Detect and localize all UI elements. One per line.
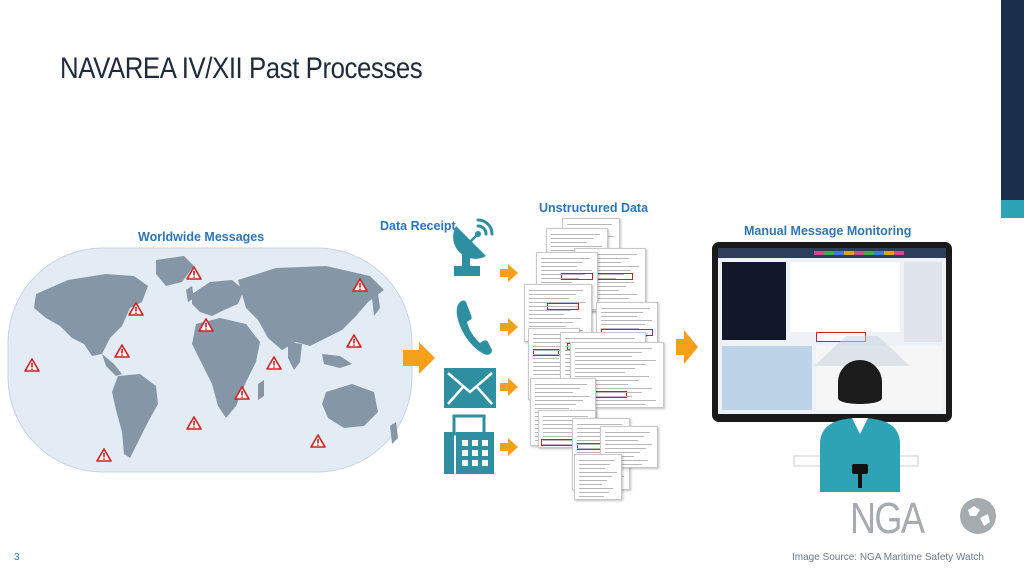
image-source: Image Source: NGA Maritime Safety Watch xyxy=(792,552,984,563)
nga-logo-globe-icon xyxy=(960,498,996,534)
flow-arrow-small xyxy=(500,318,518,336)
unstructured-documents xyxy=(520,218,670,500)
label-worldwide-messages: Worldwide Messages xyxy=(138,230,265,244)
page-number: 3 xyxy=(14,552,20,563)
world-map xyxy=(7,247,413,473)
accent-bar-teal xyxy=(1001,200,1024,218)
accent-bar-navy xyxy=(1001,0,1024,200)
monitoring-monitor xyxy=(712,242,952,422)
slide-title: NAVAREA IV/XII Past Processes xyxy=(60,52,423,85)
fax-icon xyxy=(444,414,494,474)
nga-logo-text: NGA xyxy=(850,494,925,543)
phone-icon xyxy=(456,300,492,355)
envelope-icon xyxy=(444,368,496,408)
satellite-dish-icon xyxy=(453,218,494,276)
label-manual-monitoring: Manual Message Monitoring xyxy=(744,224,912,238)
flow-arrow-small xyxy=(500,438,518,456)
label-data-receipt: Data Receipt xyxy=(380,219,456,233)
screen-map xyxy=(722,346,812,410)
screen-toolbar xyxy=(814,251,904,255)
message-document xyxy=(574,454,622,500)
operator-person-icon xyxy=(793,336,919,492)
flow-arrow-1 xyxy=(403,342,435,374)
flow-arrow-small xyxy=(500,264,518,282)
screen-message-panel xyxy=(722,262,786,340)
flow-arrow-3 xyxy=(676,330,698,364)
screen-side-panel xyxy=(904,262,942,342)
label-unstructured-data: Unstructured Data xyxy=(539,201,649,215)
screen-detail-panel xyxy=(790,262,900,332)
flow-arrow-small xyxy=(500,378,518,396)
